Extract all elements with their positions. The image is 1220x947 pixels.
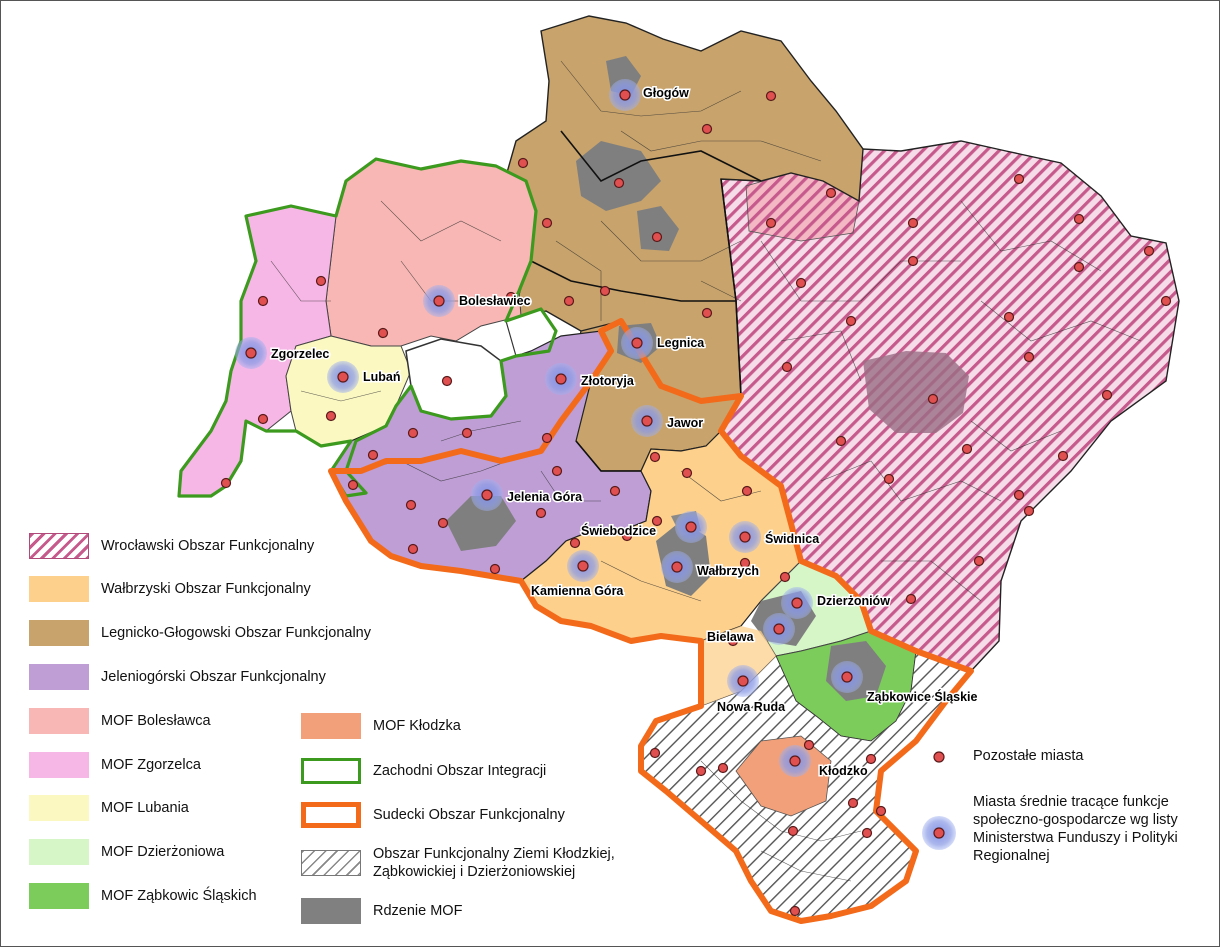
city-label-swiebodzice: Świebodzice: [581, 523, 656, 538]
legend-other-towns-symbol: [933, 751, 945, 763]
legend-swatch: [29, 708, 89, 734]
legend-swatch: [29, 752, 89, 778]
city-marker-legnica: [621, 327, 653, 359]
legend-medium-cities: Miasta średnie tracące funkcje społeczno…: [973, 794, 1178, 864]
legend-item-zachodni: Zachodni Obszar Integracji: [301, 758, 546, 784]
city-labels: Głogów Bolesławiec Zgorzelec Lubań Złoto…: [270, 85, 980, 780]
city-marker-zabkowice: [831, 661, 863, 693]
city-label-luban: Lubań: [363, 370, 401, 384]
legend-item-wroclaw: Wrocławski Obszar Funkcjonalny: [29, 533, 314, 559]
city-marker-bielawa: [763, 613, 795, 645]
legend-item-mof-zabkowice: MOF Ząbkowic Śląskich: [29, 883, 257, 909]
region-boleslawiec: [325, 158, 537, 347]
zachodni-outline: [177, 157, 558, 498]
legend-other-towns: Pozostałe miasta: [973, 748, 1084, 764]
legend-swatch: [301, 713, 361, 739]
legend-item-mof-dzierzoniow: MOF Dzierżoniowa: [29, 839, 224, 865]
legend-item-walbrzych: Wałbrzyski Obszar Funkcjonalny: [29, 576, 311, 602]
city-label-zabkowice: Ząbkowice Śląskie: [867, 689, 978, 704]
city-marker-boleslawiec: [423, 285, 455, 317]
region-legnica: [505, 15, 864, 472]
legend-item-mof-zgorzelec: MOF Zgorzelca: [29, 752, 201, 778]
city-marker-luban: [327, 361, 359, 393]
city-label-jawor: Jawor: [667, 416, 703, 430]
legend-item-rdzenie: Rdzenie MOF: [301, 898, 462, 924]
city-marker-zlotoryja: [545, 363, 577, 395]
city-marker-walbrzych: [661, 551, 693, 583]
legend-swatch: [29, 883, 89, 909]
legend-item-mof-boleslawiec: MOF Bolesławca: [29, 708, 211, 734]
legend-item-legnica: Legnicko-Głogowski Obszar Funkcjonalny: [29, 620, 371, 646]
city-marker-klodzko: [779, 745, 811, 777]
city-label-jelenia-gora: Jelenia Góra: [507, 490, 583, 504]
city-marker-nowa-ruda: [727, 665, 759, 697]
city-label-boleslawiec: Bolesławiec: [459, 294, 531, 308]
city-label-kamienna-gora: Kamienna Góra: [531, 584, 624, 598]
medium-cities: [235, 79, 863, 777]
city-marker-glogow: [609, 79, 641, 111]
legend-item-sudecki: Sudecki Obszar Funkcjonalny: [301, 802, 565, 828]
city-marker-dzierzoniow: [781, 587, 813, 619]
city-marker-jelenia-gora: [471, 479, 503, 511]
legend-item-klodzka: Obszar Funkcjonalny Ziemi Kłodzkiej, Ząb…: [301, 845, 615, 881]
city-marker-zgorzelec: [235, 337, 267, 369]
legend-item-jelenia: Jeleniogórski Obszar Funkcjonalny: [29, 664, 326, 690]
legend-swatch: [301, 898, 361, 924]
city-marker-jawor: [631, 405, 663, 437]
legend-swatch: [29, 576, 89, 602]
city-label-bielawa: Bielawa: [707, 630, 755, 644]
city-label-glogow: Głogów: [643, 86, 689, 100]
city-label-nowa-ruda: Nowa Ruda: [717, 700, 786, 714]
legend-swatch: [29, 620, 89, 646]
city-label-walbrzych: Wałbrzych: [697, 564, 759, 578]
city-marker-swidnica: [729, 521, 761, 553]
legend-swatch: [301, 802, 361, 828]
legend-swatch: [29, 533, 89, 559]
legend-item-mof-klodzko: MOF Kłodzka: [301, 713, 461, 739]
city-marker-kamienna-gora: [567, 550, 599, 582]
legend-medium-cities-symbol: [922, 816, 956, 850]
city-label-zlotoryja: Złotoryja: [581, 374, 635, 388]
city-label-zgorzelec: Zgorzelec: [271, 347, 329, 361]
city-label-dzierzoniow: Dzierżoniów: [817, 594, 890, 608]
other-towns: [220, 90, 1172, 917]
legend-swatch: [29, 664, 89, 690]
legend-swatch: [301, 758, 361, 784]
city-label-swidnica: Świdnica: [765, 531, 820, 546]
legend-swatch: [29, 795, 89, 821]
city-marker-swiebodzice: [675, 511, 707, 543]
legend-item-mof-luban: MOF Lubania: [29, 795, 189, 821]
city-label-legnica: Legnica: [657, 336, 705, 350]
sudecki-outline: [328, 318, 974, 924]
legend-swatch: [29, 839, 89, 865]
municipal-borders: [270, 60, 1142, 882]
city-label-klodzko: Kłodzko: [819, 764, 868, 778]
legend-swatch: [301, 850, 361, 876]
